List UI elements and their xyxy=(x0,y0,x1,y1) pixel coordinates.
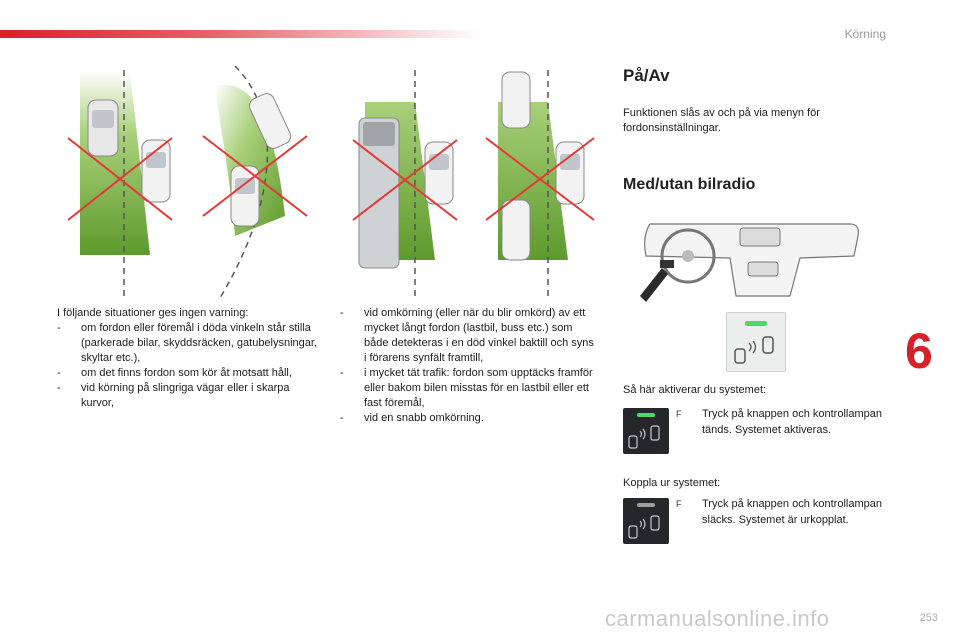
watermark: carmanualsonline.info xyxy=(605,606,830,631)
deactivate-step: F Tryck på knappen och kontrollampan slä… xyxy=(676,496,886,528)
no-warning-list-continued: vid omkörning (eller när du blir omkörd)… xyxy=(340,306,598,426)
illustration-winding-road xyxy=(202,66,308,298)
blind-spot-icon xyxy=(628,413,660,449)
activate-intro: Så här aktiverar du systemet: xyxy=(623,384,767,396)
own-car-icon xyxy=(424,141,454,205)
indicator-lamp-off xyxy=(637,503,655,507)
oncoming-car-icon xyxy=(248,93,292,149)
cross-line xyxy=(352,139,458,221)
blind-spot-button-off xyxy=(623,498,669,544)
no-warning-list: I följande situationer ges ingen varning… xyxy=(57,306,319,411)
dashboard-illustration xyxy=(640,223,859,302)
own-car-icon xyxy=(141,139,171,203)
bullet-icon: F xyxy=(676,499,682,509)
blind-spot-icon xyxy=(734,321,774,364)
indicator-lamp-on xyxy=(637,413,655,417)
blind-spot-button-detail xyxy=(726,312,786,372)
list-item: om det finns fordon som kör åt motsatt h… xyxy=(57,366,319,381)
cross-line xyxy=(485,137,595,221)
section-title: Körning xyxy=(844,27,886,41)
parked-car-icon xyxy=(87,99,119,157)
list-item: vid omkörning (eller när du blir omkörd)… xyxy=(340,306,598,366)
illustration-long-vehicle xyxy=(352,70,458,298)
deactivate-step-text: Tryck på knappen och kontrollampan släck… xyxy=(702,498,882,526)
cross-line xyxy=(202,135,308,217)
illustration-stationary-object xyxy=(67,70,173,298)
page-number: 253 xyxy=(919,612,938,624)
rear-car-icon xyxy=(501,199,531,261)
activate-step-text: Tryck på knappen och kontrollampan tänds… xyxy=(702,408,882,436)
heading-with-without-radio: Med/utan bilradio xyxy=(623,176,756,193)
pointer-arrow-icon xyxy=(640,268,668,302)
activate-step: F Tryck på knappen och kontrollampan tän… xyxy=(676,406,886,438)
list-item: vid körning på slingriga vägar eller i s… xyxy=(57,381,319,411)
list-item: i mycket tät trafik: fordon som upptäcks… xyxy=(340,366,598,411)
cross-line xyxy=(67,137,173,221)
deactivate-intro: Koppla ur systemet: xyxy=(623,477,721,489)
lane-marking xyxy=(219,66,269,298)
own-car-icon xyxy=(230,165,260,227)
steering-wheel-icon xyxy=(660,228,716,284)
list-item: vid en snabb omkörning. xyxy=(340,411,598,426)
no-warning-intro: I följande situationer ges ingen varning… xyxy=(57,307,249,319)
truck-icon xyxy=(358,117,400,269)
front-car-icon xyxy=(501,71,531,129)
blind-spot-icon xyxy=(628,503,660,539)
list-item: om fordon eller föremål i döda vinkeln s… xyxy=(57,321,319,366)
header-accent-bar xyxy=(0,30,480,38)
chapter-number: 6 xyxy=(905,323,933,379)
bullet-icon: F xyxy=(676,409,682,419)
on-off-paragraph: Funktionen slås av och på via menyn för … xyxy=(623,107,820,134)
illustration-dense-traffic xyxy=(485,70,595,298)
blind-spot-button-on xyxy=(623,408,669,454)
heading-on-off: På/Av xyxy=(623,66,670,85)
own-car-icon xyxy=(555,141,585,205)
